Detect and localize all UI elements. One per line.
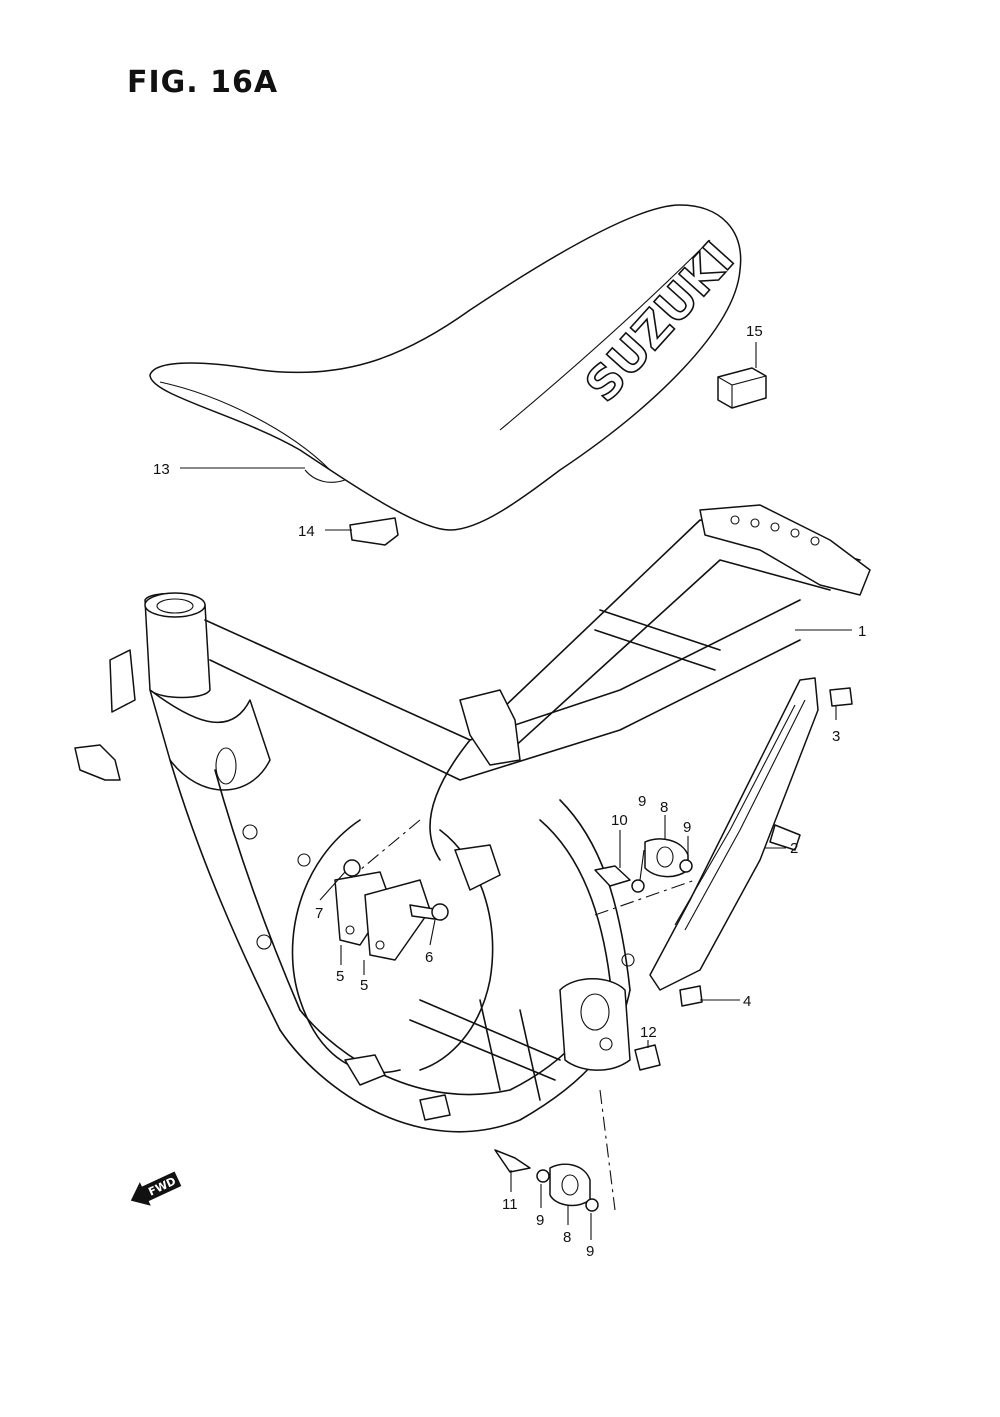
callout-12: 12 bbox=[640, 1024, 657, 1041]
callout-7: 7 bbox=[315, 905, 323, 922]
callout-5-left: 5 bbox=[336, 968, 344, 985]
callout-9-upper-right: 9 bbox=[683, 819, 691, 836]
main-frame bbox=[74, 504, 871, 1133]
forward-arrow-icon: FWD bbox=[130, 1171, 182, 1206]
seat: SUZUKI bbox=[149, 204, 745, 531]
engine-mount-plates bbox=[334, 859, 449, 961]
callout-9-lower-left: 9 bbox=[536, 1212, 544, 1229]
upper-mount-hardware bbox=[594, 838, 693, 893]
callout-4: 4 bbox=[743, 993, 751, 1010]
callout-6: 6 bbox=[425, 949, 433, 966]
callout-3: 3 bbox=[832, 728, 840, 745]
callout-11: 11 bbox=[502, 1196, 518, 1213]
chain-guide bbox=[649, 677, 853, 1007]
assembly-line-upper bbox=[359, 819, 421, 871]
callout-14: 14 bbox=[298, 523, 315, 540]
lower-mount-hardware bbox=[494, 1044, 661, 1212]
callout-10: 10 bbox=[611, 812, 628, 829]
callout-1: 1 bbox=[858, 623, 866, 640]
leader-lines bbox=[180, 342, 852, 1240]
callout-15: 15 bbox=[746, 323, 763, 340]
callout-5-right: 5 bbox=[360, 977, 368, 994]
callout-9-upper-left: 9 bbox=[638, 793, 646, 810]
callout-8-lower: 8 bbox=[563, 1229, 571, 1246]
seat-bracket bbox=[349, 517, 399, 546]
callout-8-upper: 8 bbox=[660, 799, 668, 816]
figure-title: FIG. 16A bbox=[127, 65, 278, 100]
assembly-line-lower bbox=[599, 1089, 616, 1211]
callout-2: 2 bbox=[790, 840, 798, 857]
assembly-line-mount bbox=[594, 879, 696, 916]
callout-13: 13 bbox=[153, 461, 170, 478]
callout-9-lower-right: 9 bbox=[586, 1243, 594, 1260]
rubber-block bbox=[717, 367, 767, 409]
